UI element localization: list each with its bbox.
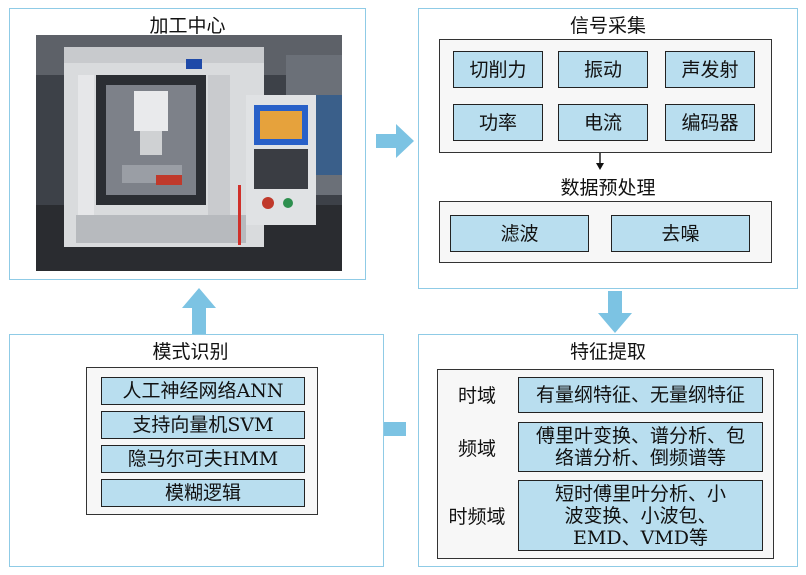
method-ann: 人工神经网络ANN [101,377,305,405]
feature-extraction-title: 特征提取 [569,341,646,363]
feature-extraction-panel: 特征提取 时域 有量纲特征、无量纲特征 频域 傅里叶变换、谱分析、包络谱分析、倒… [418,334,798,567]
signal-cutting-force: 切削力 [453,51,543,88]
signal-box: 切削力 振动 声发射 功率 电流 编码器 [439,39,772,153]
row-label-time-frequency-domain: 时频域 [448,505,506,528]
feature-box: 时域 有量纲特征、无量纲特征 频域 傅里叶变换、谱分析、包络谱分析、倒频谱等 时… [437,369,774,559]
row-content-time-domain: 有量纲特征、无量纲特征 [518,377,763,413]
pattern-recognition-panel: 模式识别 人工神经网络ANN 支持向量机SVM 隐马尔可夫HMM 模糊逻辑 [9,334,384,567]
row-content-frequency-domain: 傅里叶变换、谱分析、包络谱分析、倒频谱等 [518,422,763,472]
signal-acquisition-panel: 信号采集 切削力 振动 声发射 功率 电流 编码器 数据预处理 滤波 去噪 [418,8,798,289]
row-label-time-domain: 时域 [457,384,496,407]
signal-acoustic-emission: 声发射 [665,51,755,88]
preprocessing-denoise: 去噪 [611,215,750,252]
arrow-right [376,124,414,158]
method-svm: 支持向量机SVM [101,411,305,439]
signal-vibration: 振动 [558,51,648,88]
machining-center-photo [36,35,342,271]
methods-box: 人工神经网络ANN 支持向量机SVM 隐马尔可夫HMM 模糊逻辑 [86,367,318,515]
signal-power: 功率 [453,104,543,141]
signal-acquisition-title: 信号采集 [569,15,646,37]
signal-encoder: 编码器 [665,104,755,141]
arrow-up [182,288,216,334]
row-label-frequency-domain: 频域 [457,437,496,460]
preprocessing-title: 数据预处理 [560,177,656,199]
pattern-recognition-title: 模式识别 [152,341,229,363]
method-fuzzy-logic: 模糊逻辑 [101,479,305,507]
row-content-time-frequency-domain: 短时傅里叶分析、小波变换、小波包、EMD、VMD等 [518,480,763,551]
preprocessing-box: 滤波 去噪 [439,201,772,263]
small-down-arrow [596,153,604,170]
machining-center-panel: 加工中心 [9,8,366,280]
signal-current: 电流 [558,104,648,141]
method-hmm: 隐马尔可夫HMM [101,445,305,473]
arrow-down [598,291,632,333]
preprocessing-filter: 滤波 [450,215,589,252]
machining-center-title: 加工中心 [149,15,226,37]
